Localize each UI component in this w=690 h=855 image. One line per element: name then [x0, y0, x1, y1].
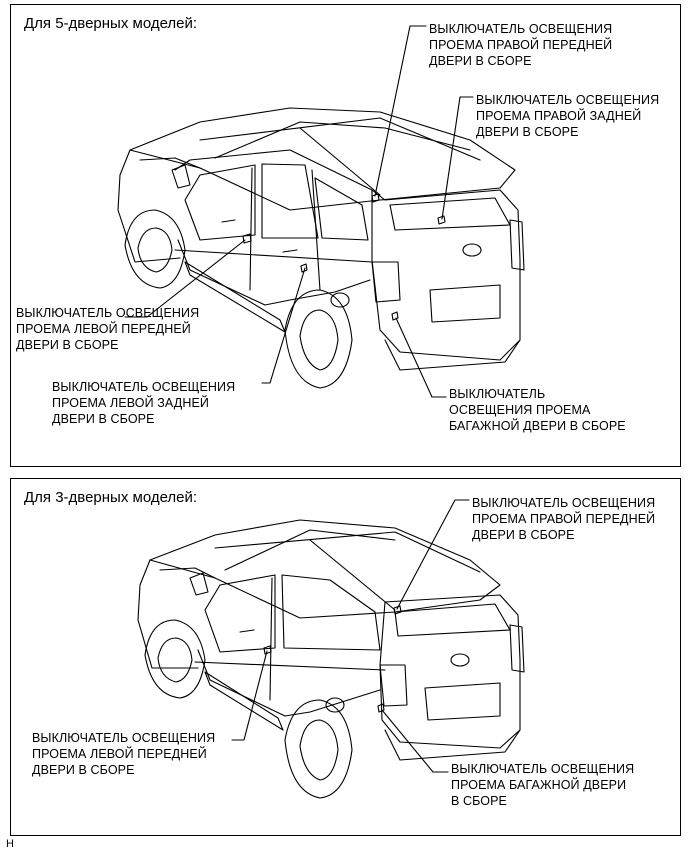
five-door-panel: Для 5-дверных моделей: [10, 4, 681, 467]
footer-mark: H [6, 838, 14, 850]
callout-line: ВЫКЛЮЧАТЕЛЬ [449, 387, 546, 401]
callout-line: ДВЕРИ В СБОРЕ [16, 338, 119, 352]
callout-right-front-door-switch: ВЫКЛЮЧАТЕЛЬ ОСВЕЩЕНИЯ ПРОЕМА ПРАВОЙ ПЕРЕ… [472, 495, 655, 543]
callout-line: ВЫКЛЮЧАТЕЛЬ ОСВЕЩЕНИЯ [52, 380, 236, 394]
callout-right-front-door-switch: ВЫКЛЮЧАТЕЛЬ ОСВЕЩЕНИЯ ПРОЕМА ПРАВОЙ ПЕРЕ… [429, 21, 612, 69]
leader-lines-three-door [231, 499, 470, 773]
callout-line: ПРОЕМА БАГАЖНОЙ ДВЕРИ [451, 778, 627, 792]
callout-line: ВЫКЛЮЧАТЕЛЬ ОСВЕЩЕНИЯ [32, 731, 216, 745]
callout-left-rear-door-switch: ВЫКЛЮЧАТЕЛЬ ОСВЕЩЕНИЯ ПРОЕМА ЛЕВОЙ ЗАДНЕ… [52, 379, 235, 427]
callout-line: ДВЕРИ В СБОРЕ [476, 125, 579, 139]
panel-title: Для 5-дверных моделей: [24, 15, 198, 32]
callout-line: ПРОЕМА ЛЕВОЙ ЗАДНЕЙ [52, 396, 209, 410]
callout-line: ПРОЕМА ПРАВОЙ ПЕРЕДНЕЙ [429, 38, 613, 52]
callout-line: ВЫКЛЮЧАТЕЛЬ ОСВЕЩЕНИЯ [472, 496, 656, 510]
callout-line: БАГАЖНОЙ ДВЕРИ В СБОРЕ [449, 419, 626, 433]
callout-line: ВЫКЛЮЧАТЕЛЬ ОСВЕЩЕНИЯ [16, 306, 200, 320]
three-door-vehicle-illustration [137, 519, 525, 799]
panel-title: Для 3-дверных моделей: [24, 489, 198, 506]
callout-line: ПРОЕМА ПРАВОЙ ПЕРЕДНЕЙ [472, 512, 656, 526]
callout-line: ДВЕРИ В СБОРЕ [52, 412, 155, 426]
callout-line: ВЫКЛЮЧАТЕЛЬ ОСВЕЩЕНИЯ [429, 22, 613, 36]
callout-line: ДВЕРИ В СБОРЕ [32, 763, 135, 777]
callout-back-door-switch: ВЫКЛЮЧАТЕЛЬ ОСВЕЩЕНИЯ ПРОЕМА БАГАЖНОЙ ДВ… [451, 761, 634, 809]
callout-back-door-switch: ВЫКЛЮЧАТЕЛЬ ОСВЕЩЕНИЯ ПРОЕМА БАГАЖНОЙ ДВ… [449, 386, 626, 434]
callout-right-rear-door-switch: ВЫКЛЮЧАТЕЛЬ ОСВЕЩЕНИЯ ПРОЕМА ПРАВОЙ ЗАДН… [476, 92, 659, 140]
callout-left-front-door-switch: ВЫКЛЮЧАТЕЛЬ ОСВЕЩЕНИЯ ПРОЕМА ЛЕВОЙ ПЕРЕД… [32, 730, 215, 778]
callout-line: ДВЕРИ В СБОРЕ [429, 54, 532, 68]
callout-line: ПРОЕМА ПРАВОЙ ЗАДНЕЙ [476, 109, 642, 123]
callout-line: В СБОРЕ [451, 794, 507, 808]
callout-line: ОСВЕЩЕНИЯ ПРОЕМА [449, 403, 591, 417]
leader-lines-five-door [124, 25, 474, 398]
callout-left-front-door-switch: ВЫКЛЮЧАТЕЛЬ ОСВЕЩЕНИЯ ПРОЕМА ЛЕВОЙ ПЕРЕД… [16, 305, 199, 353]
callout-line: ДВЕРИ В СБОРЕ [472, 528, 575, 542]
callout-line: ВЫКЛЮЧАТЕЛЬ ОСВЕЩЕНИЯ [451, 762, 635, 776]
callout-line: ПРОЕМА ЛЕВОЙ ПЕРЕДНЕЙ [16, 322, 191, 336]
callout-line: ВЫКЛЮЧАТЕЛЬ ОСВЕЩЕНИЯ [476, 93, 660, 107]
callout-line: ПРОЕМА ЛЕВОЙ ПЕРЕДНЕЙ [32, 747, 207, 761]
five-door-vehicle-illustration [117, 107, 525, 389]
